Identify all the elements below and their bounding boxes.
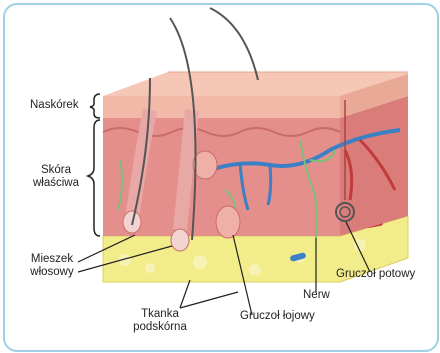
skora-wlasciwa-line1: Skóra (28, 164, 84, 177)
tkanka-podskorna-label: Tkanka podskórna (125, 308, 195, 334)
skora-wlasciwa-line2: właściwa (28, 177, 84, 190)
mieszek-wlosowy-label: Mieszek włosowy (22, 253, 82, 279)
mieszek-wlosowy-line1: Mieszek (22, 253, 82, 266)
gruczol-potowy-label: Gruczoł potowy (336, 268, 415, 281)
naskorek-label: Naskórek (30, 99, 79, 112)
naskorek-bracket (90, 94, 100, 118)
tkanka-podskorna-line2: podskórna (125, 321, 195, 334)
mieszek-wlosowy-line2: włosowy (22, 266, 82, 279)
gruczol-lojowy-label: Gruczoł łojowy (240, 310, 315, 323)
skora-wlasciwa-label: Skóra właściwa (28, 164, 84, 190)
nerw-label: Nerw (303, 289, 330, 302)
skora-bracket (88, 120, 100, 236)
tkanka-podskorna-line1: Tkanka (125, 308, 195, 321)
